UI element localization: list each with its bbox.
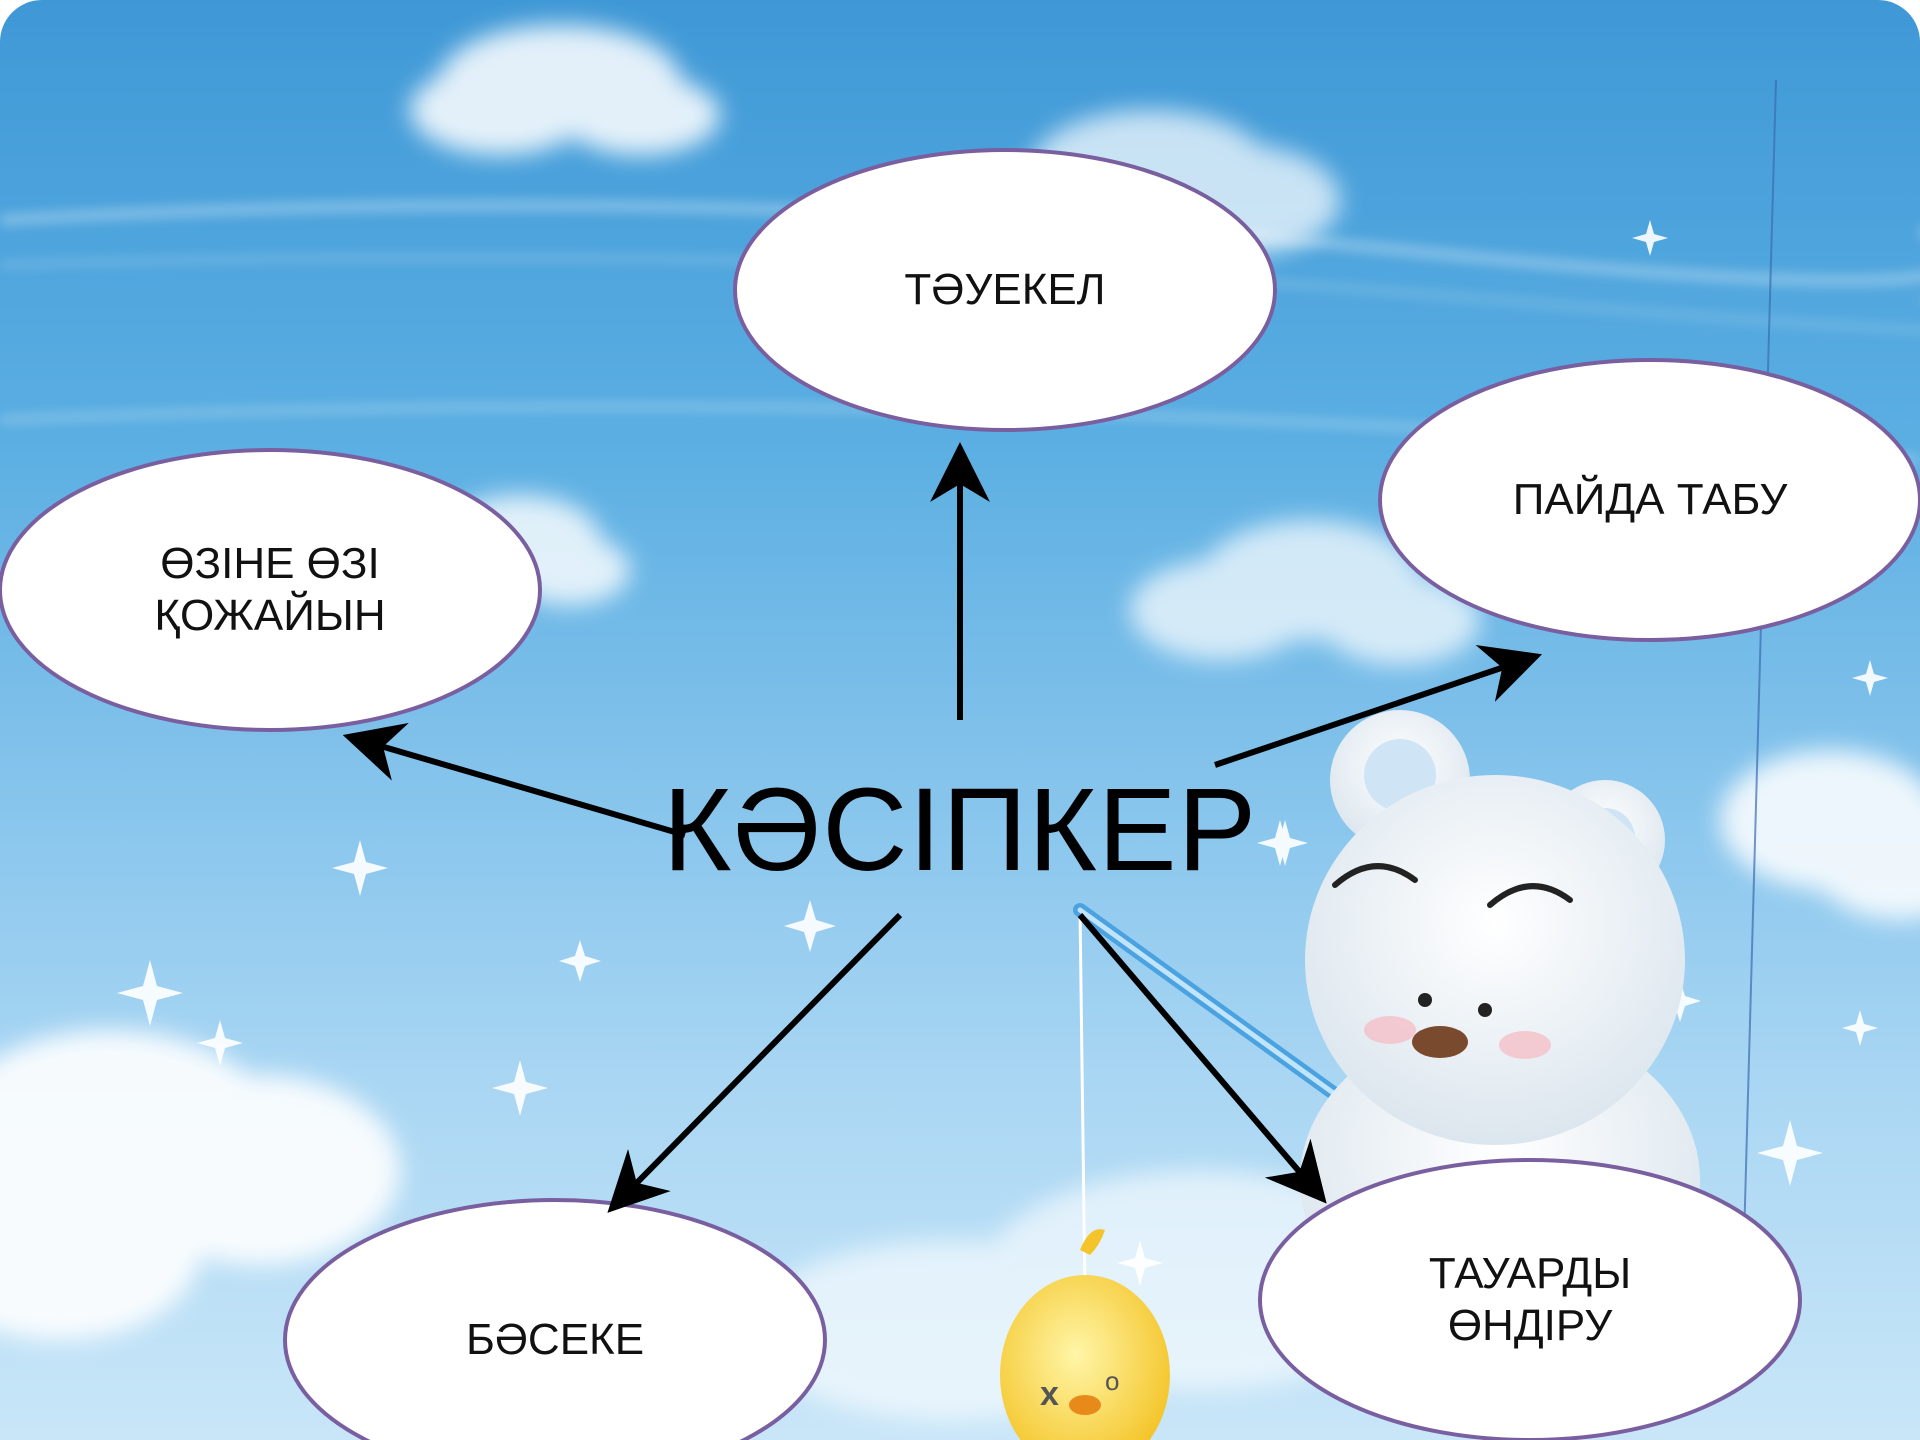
svg-text:o: o — [1105, 1366, 1119, 1396]
node-label-paida-tabu: ПАЙДА ТАБУ — [1512, 475, 1788, 524]
node-label-tauekel: ТӘУЕКЕЛ — [904, 265, 1106, 314]
sparkle-icon — [117, 220, 1888, 1286]
node-tauardy-ondiru — [1258, 1158, 1802, 1440]
cloud-icon — [0, 1030, 400, 1340]
arrow-to-paida-tabu — [1214, 645, 1543, 768]
node-label-baseke: БӘСЕКЕ — [465, 1315, 645, 1364]
node-paida-tabu — [1378, 358, 1920, 642]
node-label-tauardy-ondiru: ТАУАРДЫ ӨНДІРУ — [1428, 1249, 1632, 1350]
arrow-to-tauardy-ondiru — [1077, 913, 1327, 1204]
node-label-ozine-ozi-kozhaiyn: ӨЗІНЕ ӨЗІ ҚОЖАЙЫН — [154, 539, 386, 640]
node-ozine-ozi-kozhaiyn — [0, 448, 542, 732]
slide-edge-line — [1743, 79, 1777, 1241]
node-tauekel — [733, 148, 1277, 432]
cloud-icon — [1130, 520, 1480, 665]
svg-text:x: x — [1040, 1375, 1059, 1413]
arrow-to-baseke — [607, 912, 903, 1213]
cloud-icon — [410, 25, 720, 155]
arrow-to-ozine-ozi-kozhaiyn — [342, 722, 686, 838]
node-baseke — [283, 1198, 827, 1440]
cloud-icon — [1720, 750, 1920, 920]
chick-character-icon: x o — [1000, 1229, 1170, 1440]
center-label-kasipker: КӘСІПКЕР — [662, 764, 1258, 896]
